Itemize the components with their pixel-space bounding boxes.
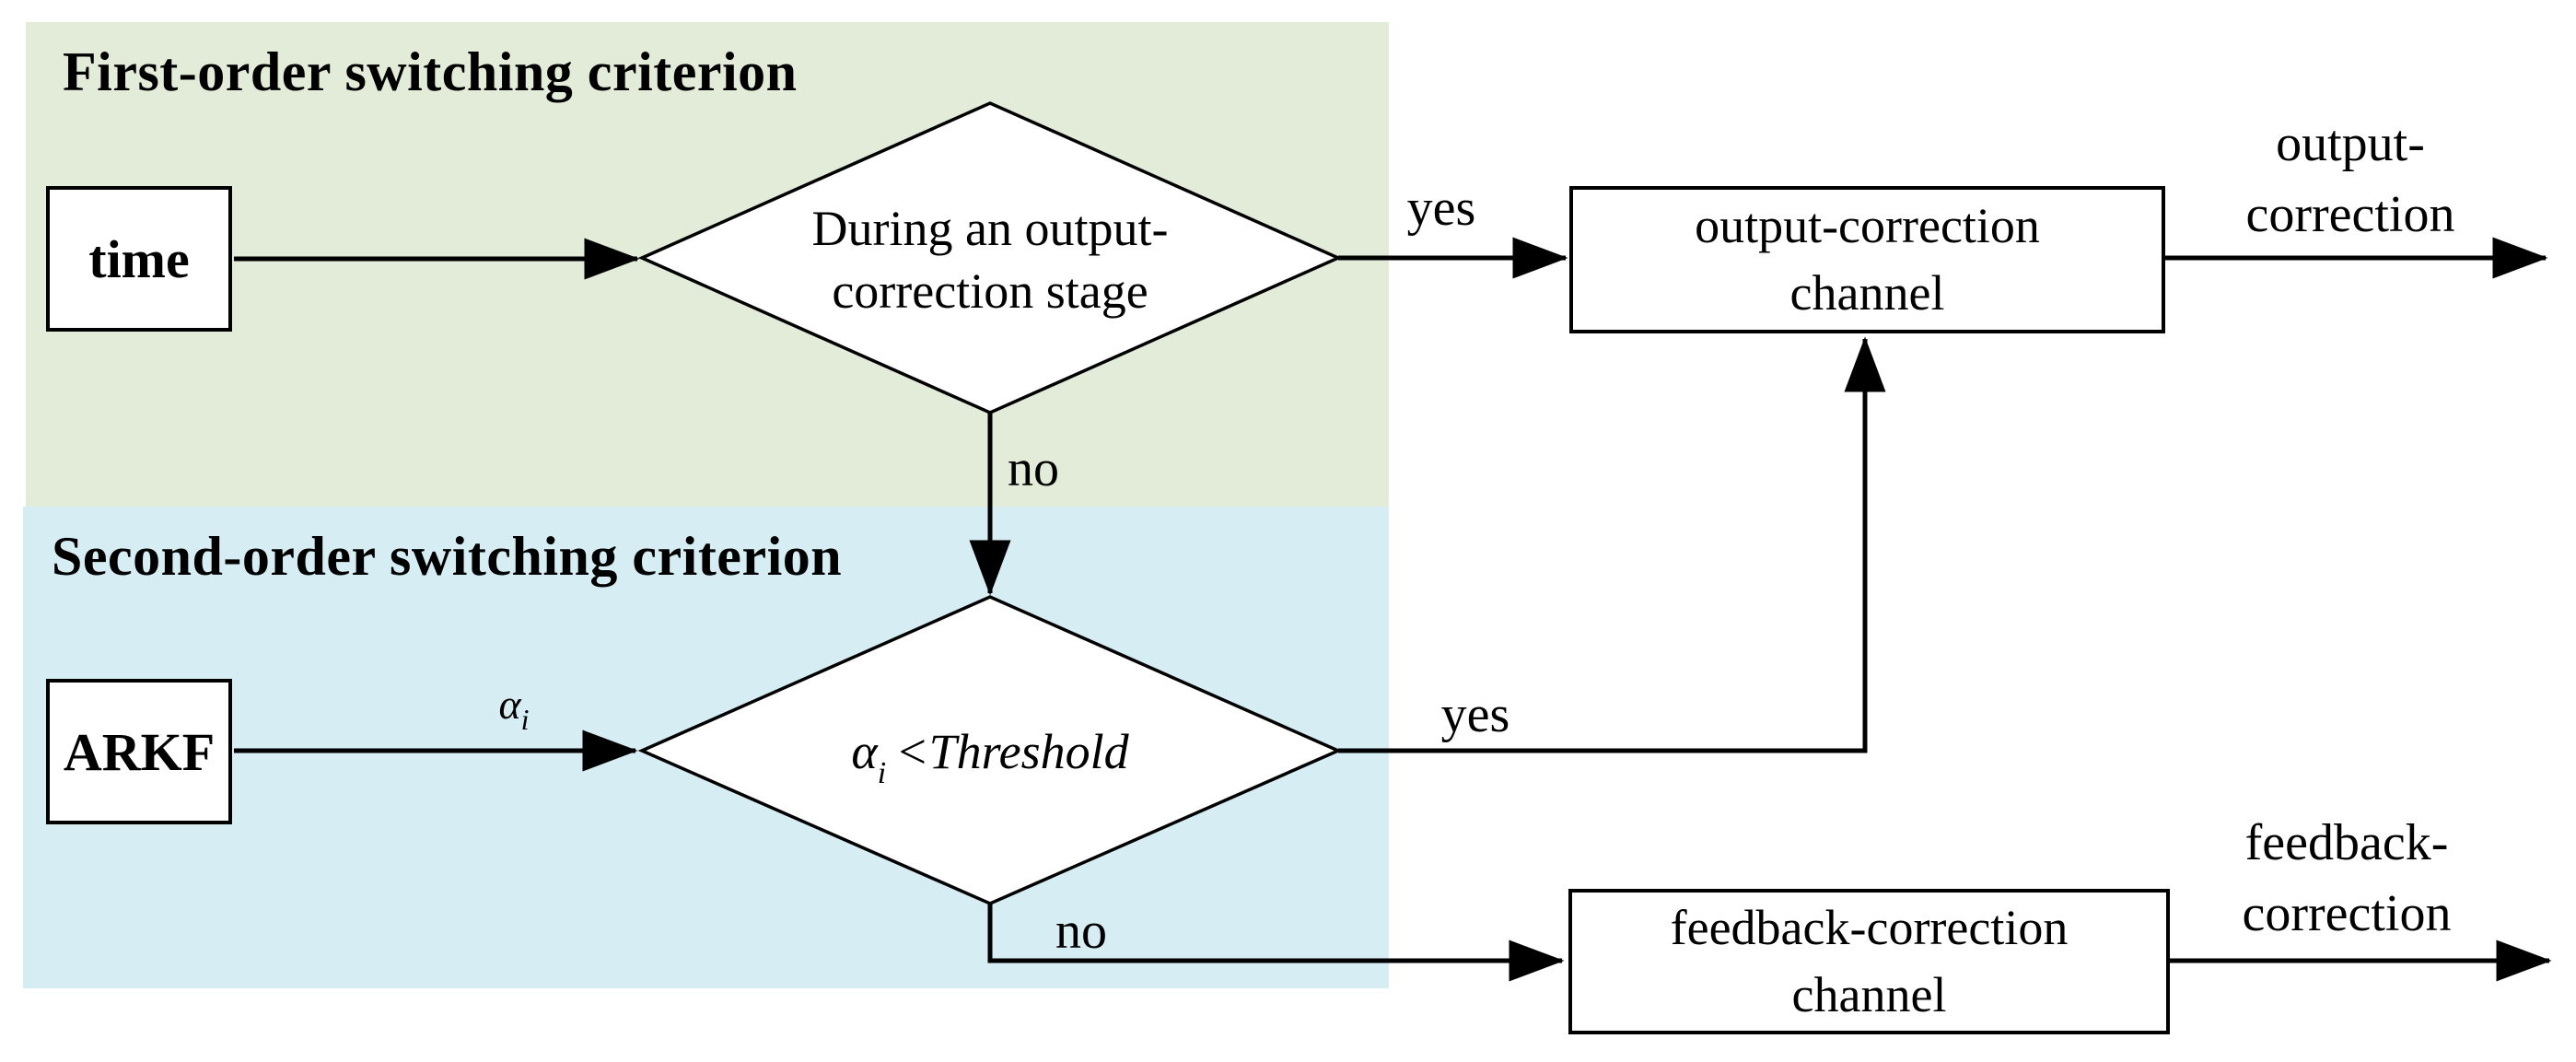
alpha-signal-label: αi [498, 680, 529, 744]
output-correction-channel-box: output-correction channel [1569, 186, 2165, 333]
decision1-text: During an output- correction stage [811, 201, 1169, 319]
decision2-text: αi<Threshold [851, 722, 1128, 803]
alpha-signal-subscript: i [520, 703, 530, 736]
decision1-yes-label: yes [1406, 180, 1476, 237]
decision2-condition: <Threshold [895, 724, 1129, 779]
arkf-box: ARKF [46, 679, 232, 824]
arrow-decision2-no-to-feedback-channel [987, 904, 1565, 982]
output-correction-output-label: output- correction [2245, 115, 2455, 243]
first-order-region-title: First-order switching criterion [63, 41, 798, 102]
time-box: time [46, 186, 232, 332]
decision2-alpha-symbol: α [851, 724, 878, 779]
output-correction-channel-label: output-correction channel [1695, 198, 2040, 321]
arrow-decision2-yes-to-output-channel [1338, 336, 1886, 753]
decision2-no-label: no [1055, 903, 1107, 960]
time-box-label: time [88, 228, 190, 289]
feedback-correction-channel-box: feedback-correction channel [1568, 889, 2170, 1034]
second-order-region-title: Second-order switching criterion [52, 526, 843, 587]
feedback-correction-channel-label: feedback-correction channel [1670, 900, 2069, 1022]
arkf-box-label: ARKF [63, 721, 216, 782]
decision1-no-label: no [1008, 440, 1059, 497]
decision2-alpha-subscript: i [877, 756, 887, 790]
decision2-yes-label: yes [1440, 686, 1510, 743]
feedback-correction-output-label: feedback- correction [2242, 814, 2452, 942]
alpha-signal-symbol: α [498, 681, 521, 728]
